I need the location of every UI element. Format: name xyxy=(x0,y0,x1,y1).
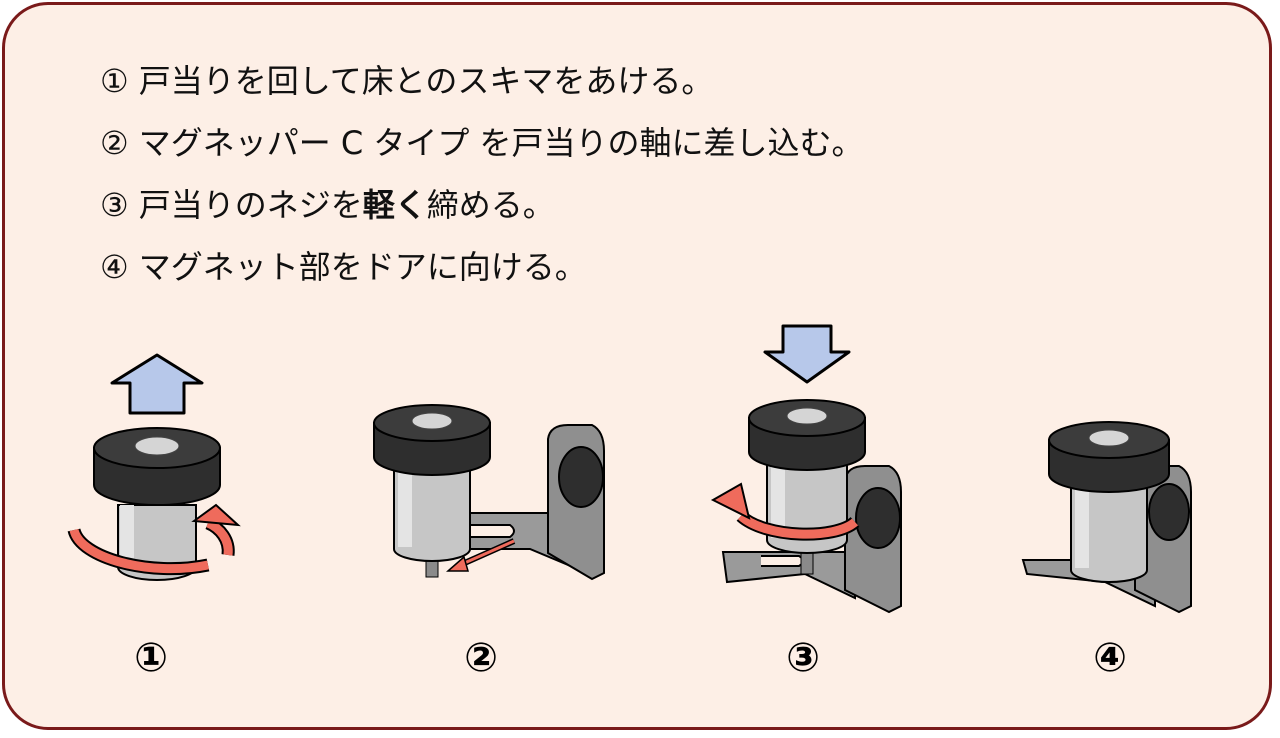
magnet-disc xyxy=(855,487,901,549)
rotate-arrow-head-icon xyxy=(191,503,241,527)
cap-center-disc xyxy=(786,407,828,425)
slide-arrow-body xyxy=(459,539,515,567)
step-1-text: 戸当りを回して床とのスキマをあける。 xyxy=(138,62,714,100)
up-arrow-icon xyxy=(110,353,204,415)
step-3-text-post: 締める。 xyxy=(426,186,555,224)
figure-1-illustration xyxy=(67,353,241,581)
figure-4-illustration xyxy=(1021,421,1192,614)
step-4-text: マグネット部をドアに向ける。 xyxy=(138,248,587,286)
bracket-slot xyxy=(470,524,515,538)
cap-center-disc xyxy=(411,412,453,430)
slide-arrow-head-icon xyxy=(446,555,469,572)
figure-3-illustration xyxy=(710,324,902,614)
rotate-arrow-body xyxy=(69,528,209,574)
step-4-number: ④ xyxy=(100,248,129,286)
rotate-arrow-body xyxy=(737,512,859,539)
figure-4-label: ④ xyxy=(1093,635,1127,681)
magnet-disc xyxy=(1148,483,1190,541)
shaft-highlight xyxy=(771,460,785,538)
down-arrow-icon xyxy=(763,324,851,384)
figure-2-label: ② xyxy=(464,635,498,681)
shaft-highlight xyxy=(398,465,412,547)
figure-2-illustration xyxy=(373,404,605,581)
cap-center-disc xyxy=(134,436,180,456)
metal-shaft xyxy=(1070,487,1148,583)
step-3-text-bold: 軽く xyxy=(362,186,427,224)
step-3-text-pre: 戸当りのネジを xyxy=(138,186,363,224)
bracket-base-plate xyxy=(721,551,856,600)
shaft-highlight xyxy=(1075,488,1089,568)
step-2-text: マグネッパー C タイプ を戸当りの軸に差し込む。 xyxy=(138,124,864,162)
step-3-number: ③ xyxy=(100,186,129,224)
figure-3-label: ③ xyxy=(786,635,820,681)
step-2-number: ② xyxy=(100,124,129,162)
bracket-slot xyxy=(761,555,804,567)
figure-1-label: ① xyxy=(134,635,168,681)
rotate-arrow-head-icon xyxy=(710,482,751,520)
instruction-card xyxy=(2,2,1272,730)
metal-shaft xyxy=(393,464,471,562)
shaft-highlight xyxy=(120,505,134,567)
cap-center-disc xyxy=(1088,429,1130,447)
magnet-disc xyxy=(558,446,604,508)
step-1-number: ① xyxy=(100,62,129,100)
rotate-arrow-tail xyxy=(206,518,233,556)
